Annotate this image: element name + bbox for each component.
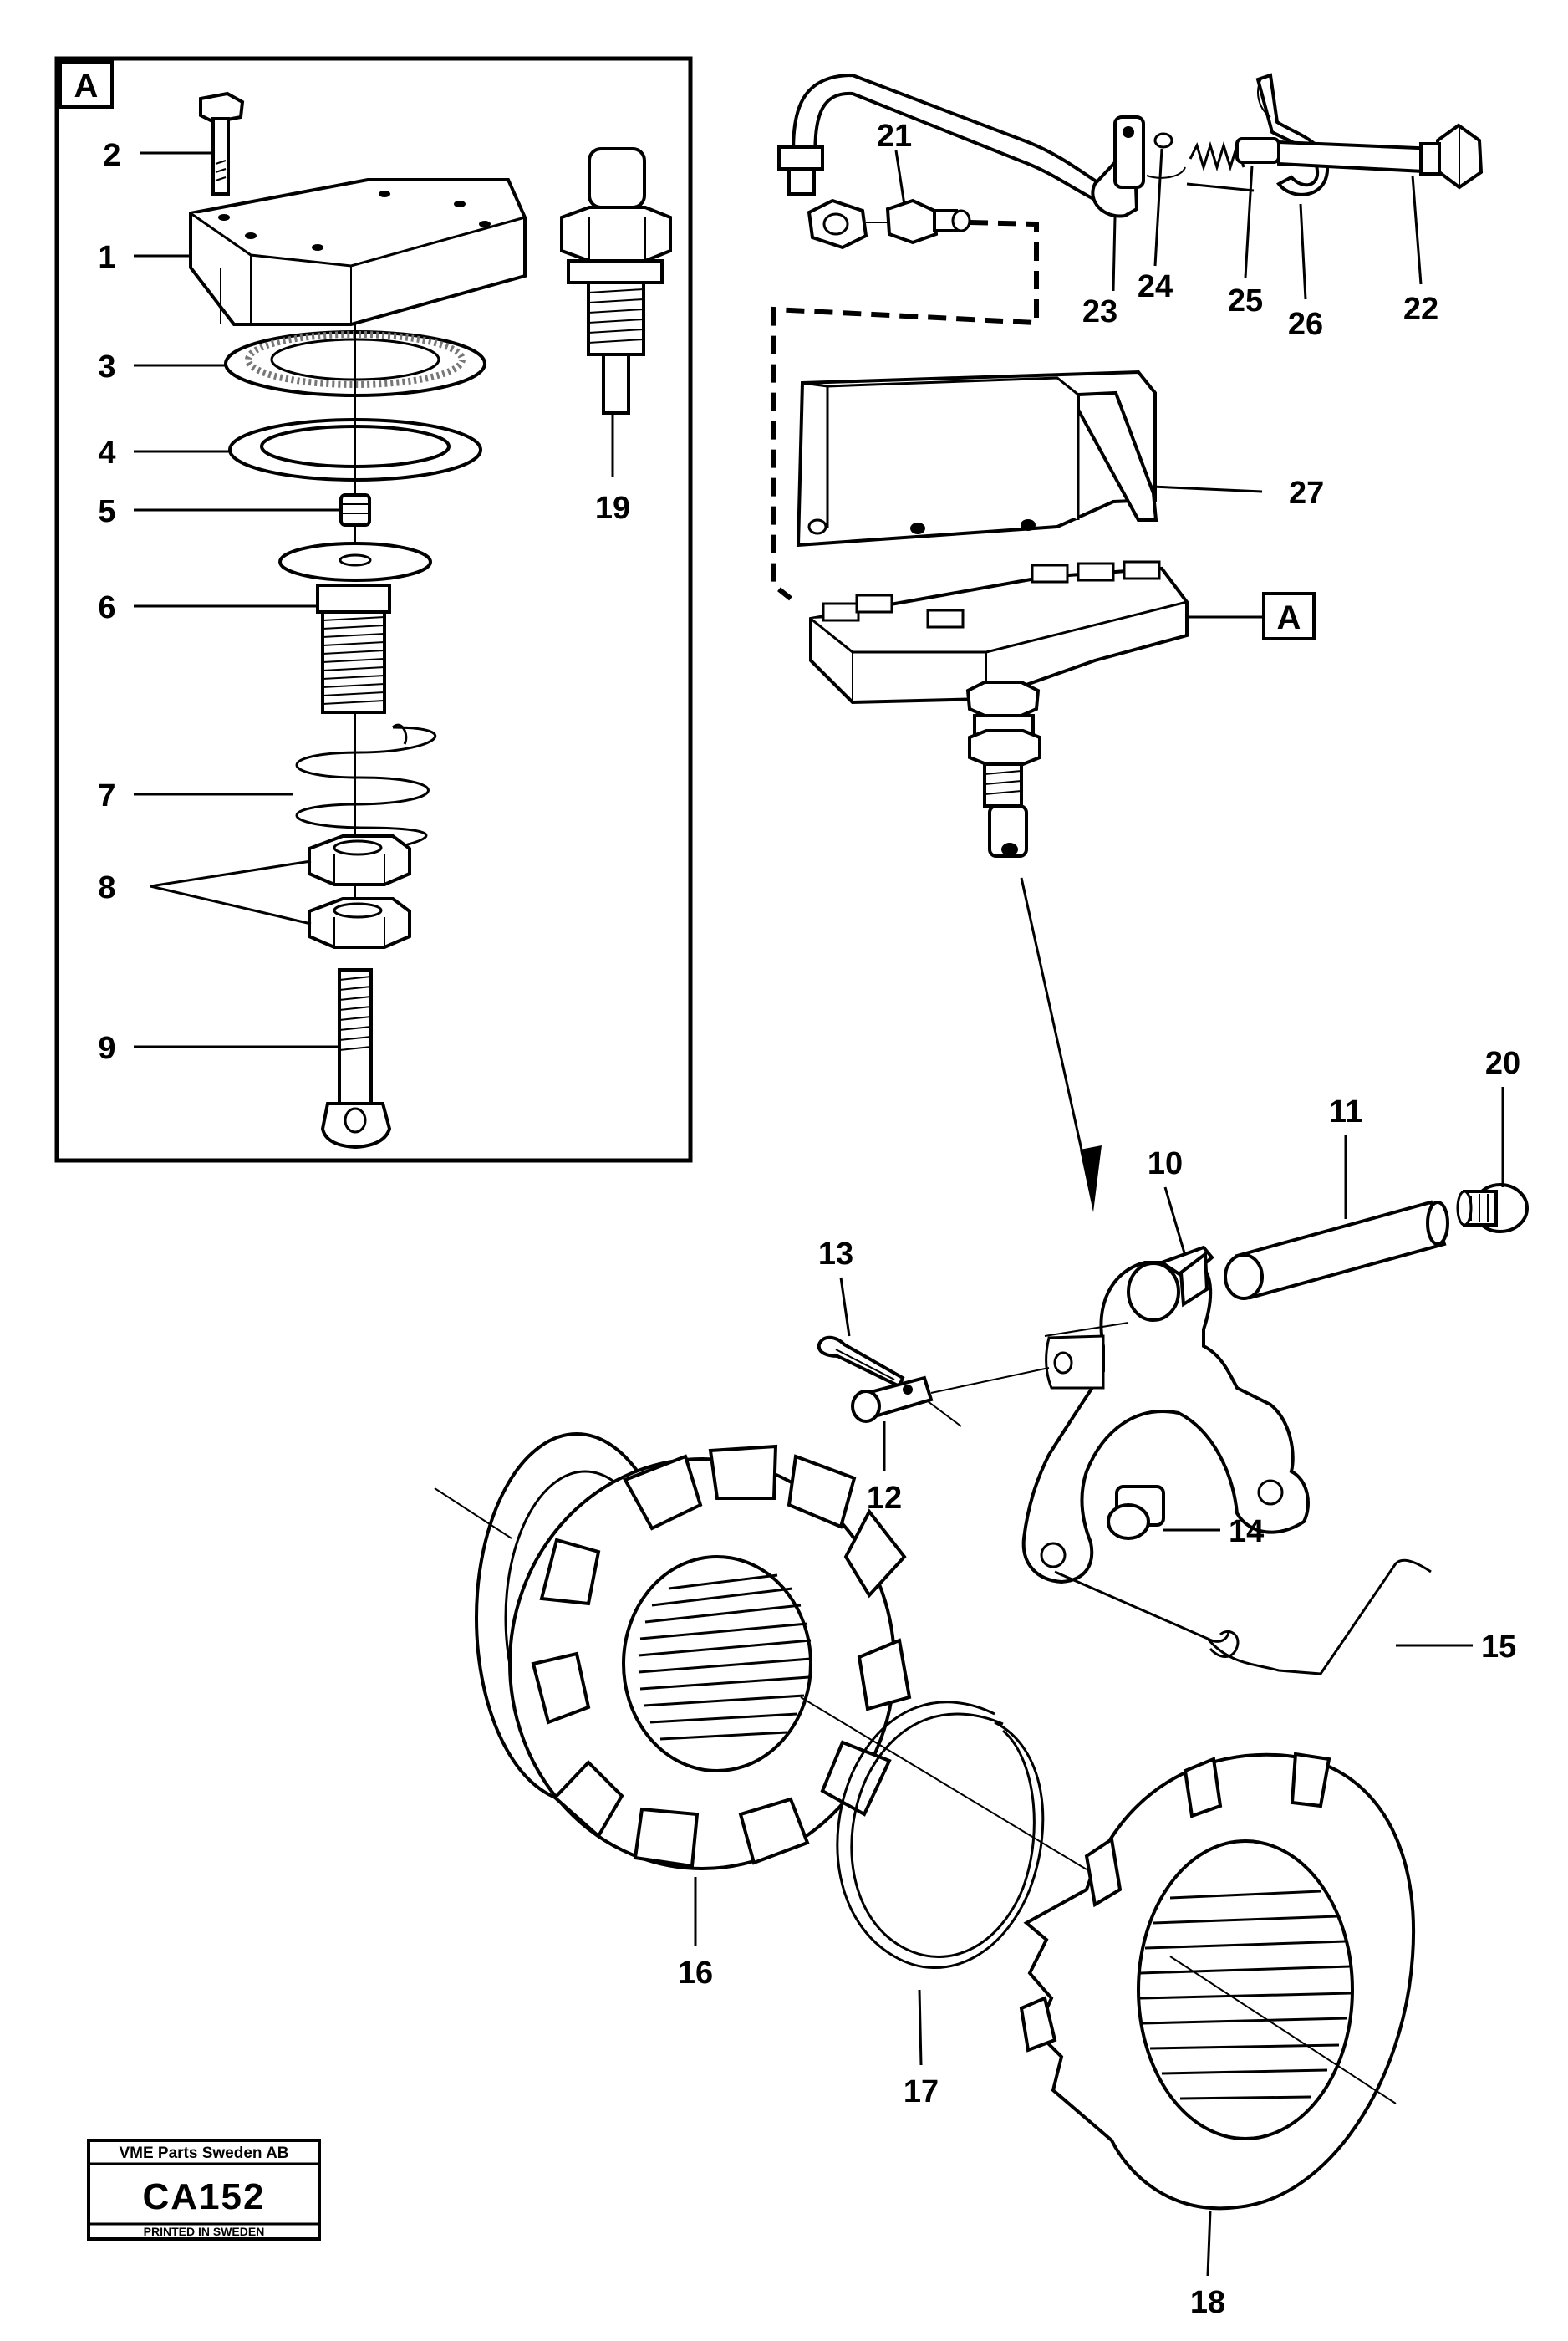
callout-9: 9 <box>98 1031 115 1066</box>
callout-12: 12 <box>867 1481 902 1516</box>
inset-label-box <box>59 60 114 109</box>
callout-15: 15 <box>1481 1630 1516 1665</box>
part-16-clutch-hub <box>434 1432 912 1870</box>
reference-label: A <box>1277 599 1301 636</box>
stamp-printed: PRINTED IN SWEDEN <box>144 2225 265 2238</box>
callout-24: 24 <box>1138 269 1173 304</box>
part-9-eye-bolt <box>320 968 392 1150</box>
callout-7: 7 <box>98 778 115 813</box>
pipe-assembly <box>771 73 1484 601</box>
part-2-bolt <box>199 91 245 196</box>
part-11-shaft <box>1224 1200 1449 1300</box>
callout-25: 25 <box>1228 283 1263 319</box>
part-20-plug <box>1456 1183 1529 1233</box>
part-7-spring <box>295 723 437 848</box>
inset-frame <box>54 56 693 1163</box>
callout-17: 17 <box>904 2074 939 2109</box>
callout-10: 10 <box>1148 1146 1183 1181</box>
callout-6: 6 <box>98 590 115 625</box>
callout-19: 19 <box>595 491 630 526</box>
assembly-arrow <box>1020 877 1102 1212</box>
callout-14: 14 <box>1229 1514 1264 1549</box>
part-13-cotter-pin <box>817 1335 905 1389</box>
part-27-bracket <box>796 370 1158 548</box>
callout-22: 22 <box>1403 292 1438 327</box>
callout-18: 18 <box>1190 2285 1225 2320</box>
part-14-shoe <box>1107 1485 1165 1540</box>
callout-2: 2 <box>103 138 120 173</box>
part-12-pin <box>851 1367 1050 1427</box>
publisher-stamp: VME Parts Sweden AB CA152 PRINTED IN SWE… <box>87 2139 321 2241</box>
callout-13: 13 <box>818 1237 853 1272</box>
callout-1: 1 <box>98 240 115 275</box>
part-15-spring-wire <box>1054 1558 1432 1675</box>
callout-27: 27 <box>1289 476 1324 511</box>
callout-5: 5 <box>98 494 115 529</box>
callout-23: 23 <box>1082 294 1117 329</box>
callout-11: 11 <box>1329 1094 1362 1130</box>
part-1-cover <box>189 178 527 326</box>
callout-20: 20 <box>1485 1046 1520 1081</box>
callout-8: 8 <box>98 870 115 905</box>
part-5-nut <box>339 493 371 527</box>
inset-label: A <box>74 68 99 105</box>
part-18-sliding-sleeve <box>1019 1752 1416 2211</box>
callout-21: 21 <box>877 119 912 154</box>
block-assembly <box>809 560 1189 858</box>
callout-3: 3 <box>98 349 115 385</box>
stamp-company: VME Parts Sweden AB <box>119 2145 288 2162</box>
inset-a: A <box>54 56 693 1163</box>
callouts: 2 1 3 4 5 6 7 8 9 19 21 23 24 25 26 22 2… <box>98 119 1520 2320</box>
part-10-shift-fork <box>1021 1245 1310 1584</box>
leader-lines <box>134 148 1504 2277</box>
part-6-threaded-sleeve <box>278 542 432 714</box>
callout-4: 4 <box>98 436 115 471</box>
callout-16: 16 <box>678 1956 713 1991</box>
callout-26: 26 <box>1288 307 1323 342</box>
part-19-sensor <box>560 147 672 415</box>
part-8-nuts <box>308 834 411 949</box>
stamp-code: CA152 <box>143 2176 266 2217</box>
part-17-snap-ring <box>836 1701 1045 1970</box>
